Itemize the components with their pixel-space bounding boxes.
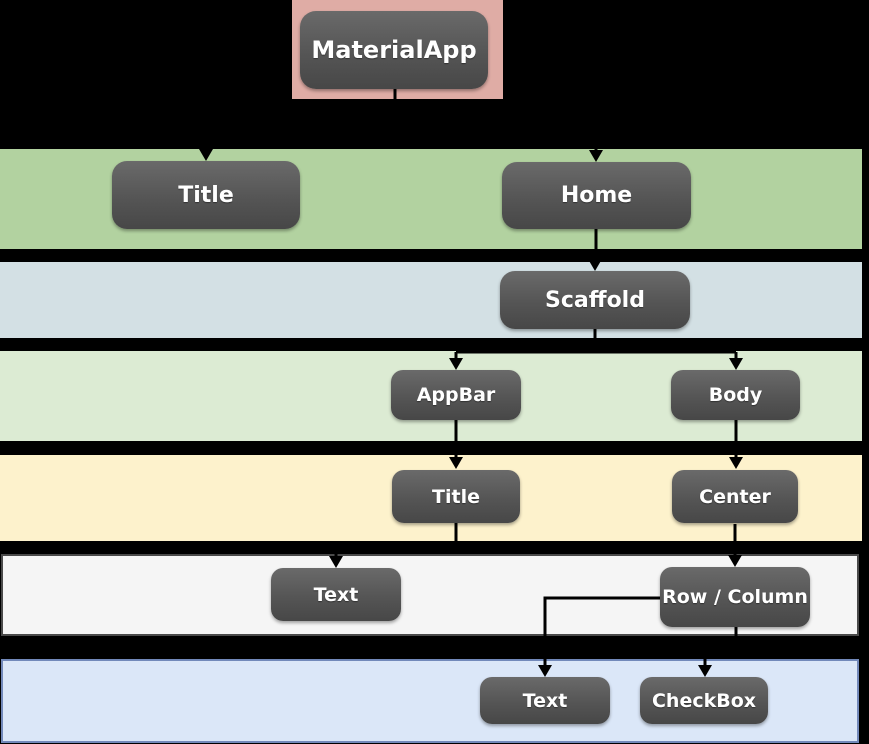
node-label: Title <box>178 182 234 208</box>
node-scaffold: Scaffold <box>500 271 690 329</box>
node-appbar: AppBar <box>391 370 521 420</box>
node-home: Home <box>502 162 691 229</box>
node-label: CheckBox <box>651 689 757 712</box>
node-label: Home <box>560 183 633 208</box>
node-checkbox: CheckBox <box>640 677 768 724</box>
node-body: Body <box>671 370 800 420</box>
node-app-title: Title <box>112 161 300 229</box>
node-label: Title <box>432 485 480 508</box>
node-materialapp: MaterialApp <box>300 11 488 89</box>
node-label: Text <box>522 689 568 712</box>
node-label: Body <box>708 384 763 406</box>
node-center: Center <box>672 470 798 523</box>
node-row-column: Row / Column <box>660 567 810 627</box>
node-label: MaterialApp <box>311 36 477 64</box>
node-row-text: Text <box>480 677 610 724</box>
node-label: Text <box>313 583 359 606</box>
node-appbar-title: Title <box>392 470 520 523</box>
node-label: AppBar <box>416 384 496 406</box>
node-label: Scaffold <box>545 287 645 313</box>
node-title-text: Text <box>271 568 401 621</box>
layer-band-scaffold <box>0 262 862 338</box>
node-label: Row / Column <box>662 586 808 608</box>
node-label: Center <box>699 485 771 508</box>
